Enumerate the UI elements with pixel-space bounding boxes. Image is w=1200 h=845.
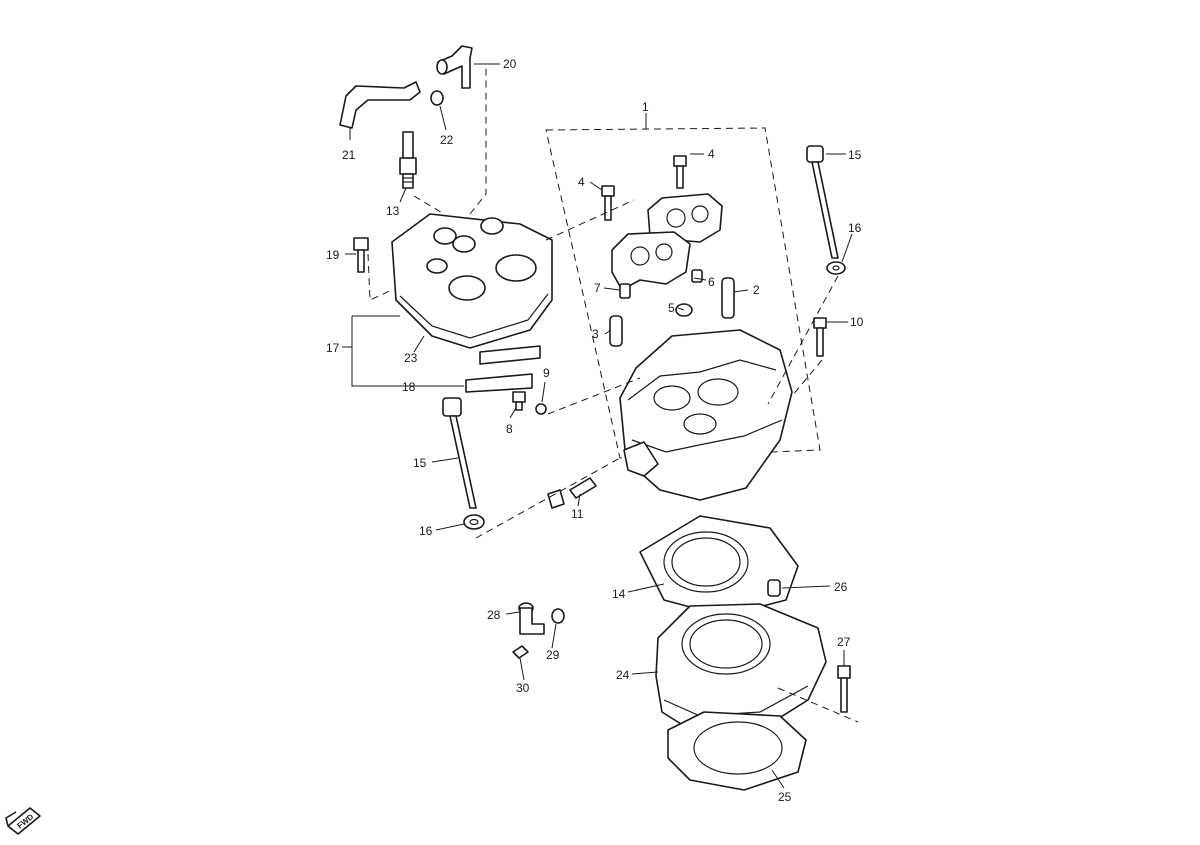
breather-hose-21 [339,81,421,129]
callout-26: 26 [834,580,848,594]
bolt-4-right [673,155,687,189]
fwd-arrow-icon: FWD [5,807,41,835]
base-gasket-25 [667,711,807,791]
clip-22 [430,90,444,106]
head-bolt-15-right [806,145,839,259]
callout-4-left: 4 [578,175,585,189]
callout-4-right: 4 [708,147,715,161]
spark-plug-13 [399,131,417,189]
callout-22: 22 [440,133,454,147]
callout-labels: 1 2 3 4 4 5 6 7 8 9 10 11 13 14 15 15 16… [326,57,864,804]
callout-24: 24 [616,668,630,682]
callout-19: 19 [326,248,340,262]
callout-28: 28 [487,608,501,622]
callout-2: 2 [753,283,760,297]
dowel-26 [767,579,781,597]
nut-11 [547,489,565,509]
head-bolt-15-left [442,397,477,509]
cover-gasket-plates [465,345,541,393]
stud-2 [721,277,735,319]
callout-30: 30 [516,681,530,695]
bolt-27 [837,665,851,713]
screw-30 [512,645,529,659]
callout-7: 7 [594,281,601,295]
callout-8: 8 [506,422,513,436]
callout-6: 6 [708,275,715,289]
callout-10: 10 [850,315,864,329]
washer-9 [535,403,547,415]
callout-15-left: 15 [413,456,427,470]
oring-29 [551,608,565,624]
bolt-8 [512,391,526,411]
callout-20: 20 [503,57,517,71]
callout-11: 11 [571,507,584,521]
cylinder-head-cover [391,213,553,349]
bolt-10 [813,317,827,357]
callout-29: 29 [546,648,560,662]
callout-14: 14 [612,587,626,601]
callout-16-right: 16 [848,221,862,235]
bolt-19 [353,237,369,273]
callout-23: 23 [404,351,418,365]
callout-13: 13 [386,204,400,218]
bolt-4-left [601,185,615,221]
washer-16-left [463,514,485,530]
cylinder-head [619,329,793,501]
callout-3: 3 [592,327,599,341]
callout-15-right: 15 [848,148,862,162]
dowel-7 [619,283,631,299]
callout-17: 17 [326,341,340,355]
dowel-6 [691,269,703,283]
callout-1: 1 [642,100,649,114]
callout-9: 9 [543,366,550,380]
cylinder-head-assembly-box [545,113,821,459]
stud-3 [609,315,623,347]
callout-25: 25 [778,790,792,804]
camshaft-caps [611,193,723,291]
callout-21: 21 [342,148,356,162]
leader-lines [342,63,859,789]
water-fitting-28 [518,602,545,635]
stud-11 [569,477,597,499]
callout-18: 18 [402,380,416,394]
washer-16-right [826,261,846,275]
head-gasket-14 [639,515,799,617]
callout-5: 5 [668,301,675,315]
callout-16-left: 16 [419,524,433,538]
breather-hose-20 [436,45,473,89]
callout-27: 27 [837,635,851,649]
